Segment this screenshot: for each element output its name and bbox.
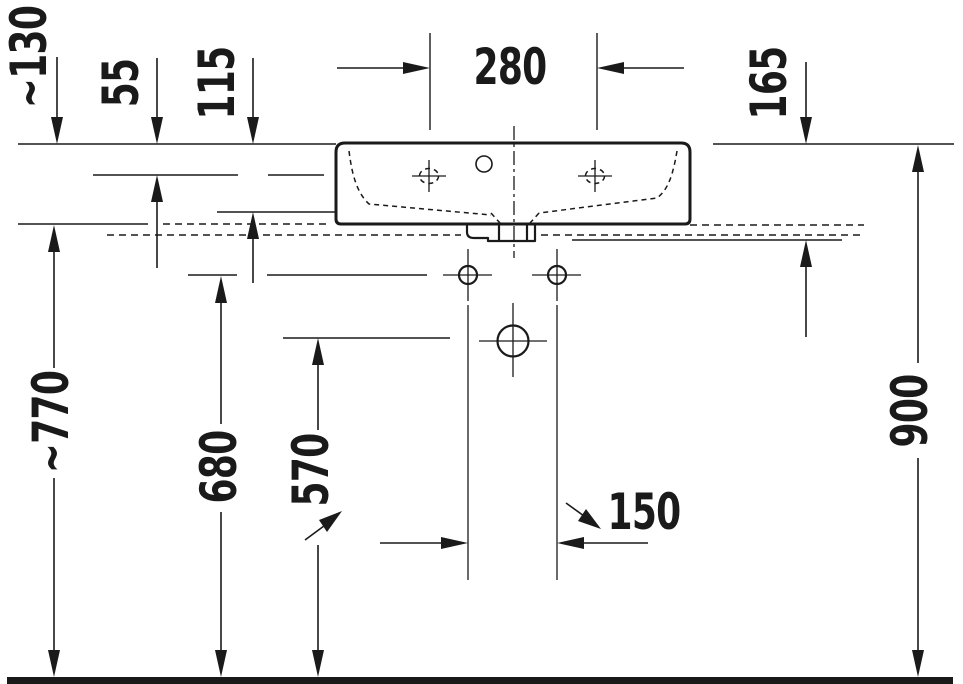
dim-770-arrow-down [48, 650, 60, 677]
dim-680-arrow-down [215, 650, 227, 677]
dim-label-115: 115 [189, 47, 246, 120]
dim-770-arrow-up [48, 225, 60, 252]
dim-115-arrow-up [247, 212, 259, 239]
reference-lines [18, 33, 954, 580]
dim-label-770: ~770 [23, 371, 80, 473]
bowl-inner-wall-right [538, 150, 678, 214]
dim-570-arrow-up [312, 338, 324, 365]
dim-115-arrow-down [247, 117, 259, 144]
overflow-hole [475, 155, 493, 173]
dim-165-arrow-down [800, 117, 812, 144]
floor-line [7, 677, 953, 684]
dim-150-leader-shaft [565, 502, 585, 517]
drain-recess-hidden [490, 212, 540, 224]
ceramic-basin [334, 126, 692, 258]
dim-55-arrow-down [151, 117, 163, 144]
dim-150-arrow-right [441, 537, 468, 549]
dim-label-280: 280 [474, 39, 547, 96]
dim-570-arrow-down [312, 650, 324, 677]
dimension-lines [48, 57, 924, 677]
dim-label-165: 165 [741, 47, 798, 120]
bowl-inner-wall-left [348, 150, 492, 216]
dim-label-570: 570 [283, 434, 340, 507]
dimension-labels: ~130 55 115 280 165 ~770 680 570 150 900 [1, 6, 939, 542]
dim-label-150: 150 [608, 484, 681, 541]
dim-570-leader-arrow-ne [319, 511, 342, 532]
dim-150-leader-arrow-se [578, 509, 601, 529]
dim-280-arrow-right [403, 62, 430, 74]
dim-label-130: ~130 [1, 6, 58, 108]
dim-130-arrow-down [51, 117, 63, 144]
dim-55-arrow-up [151, 175, 163, 202]
dim-label-55: 55 [93, 59, 150, 108]
dim-165-arrow-up [800, 240, 812, 267]
dim-label-680: 680 [191, 431, 248, 504]
basin-outline [334, 141, 692, 226]
mounting-features [443, 249, 581, 377]
dim-900-arrow-down [912, 650, 924, 677]
dim-680-arrow-up [215, 276, 227, 303]
waste-outlet [465, 225, 537, 243]
dim-280-arrow-left [597, 62, 624, 74]
dim-label-900: 900 [882, 375, 939, 448]
dim-900-arrow-up [912, 145, 924, 172]
dim-150-arrow-left [557, 537, 584, 549]
